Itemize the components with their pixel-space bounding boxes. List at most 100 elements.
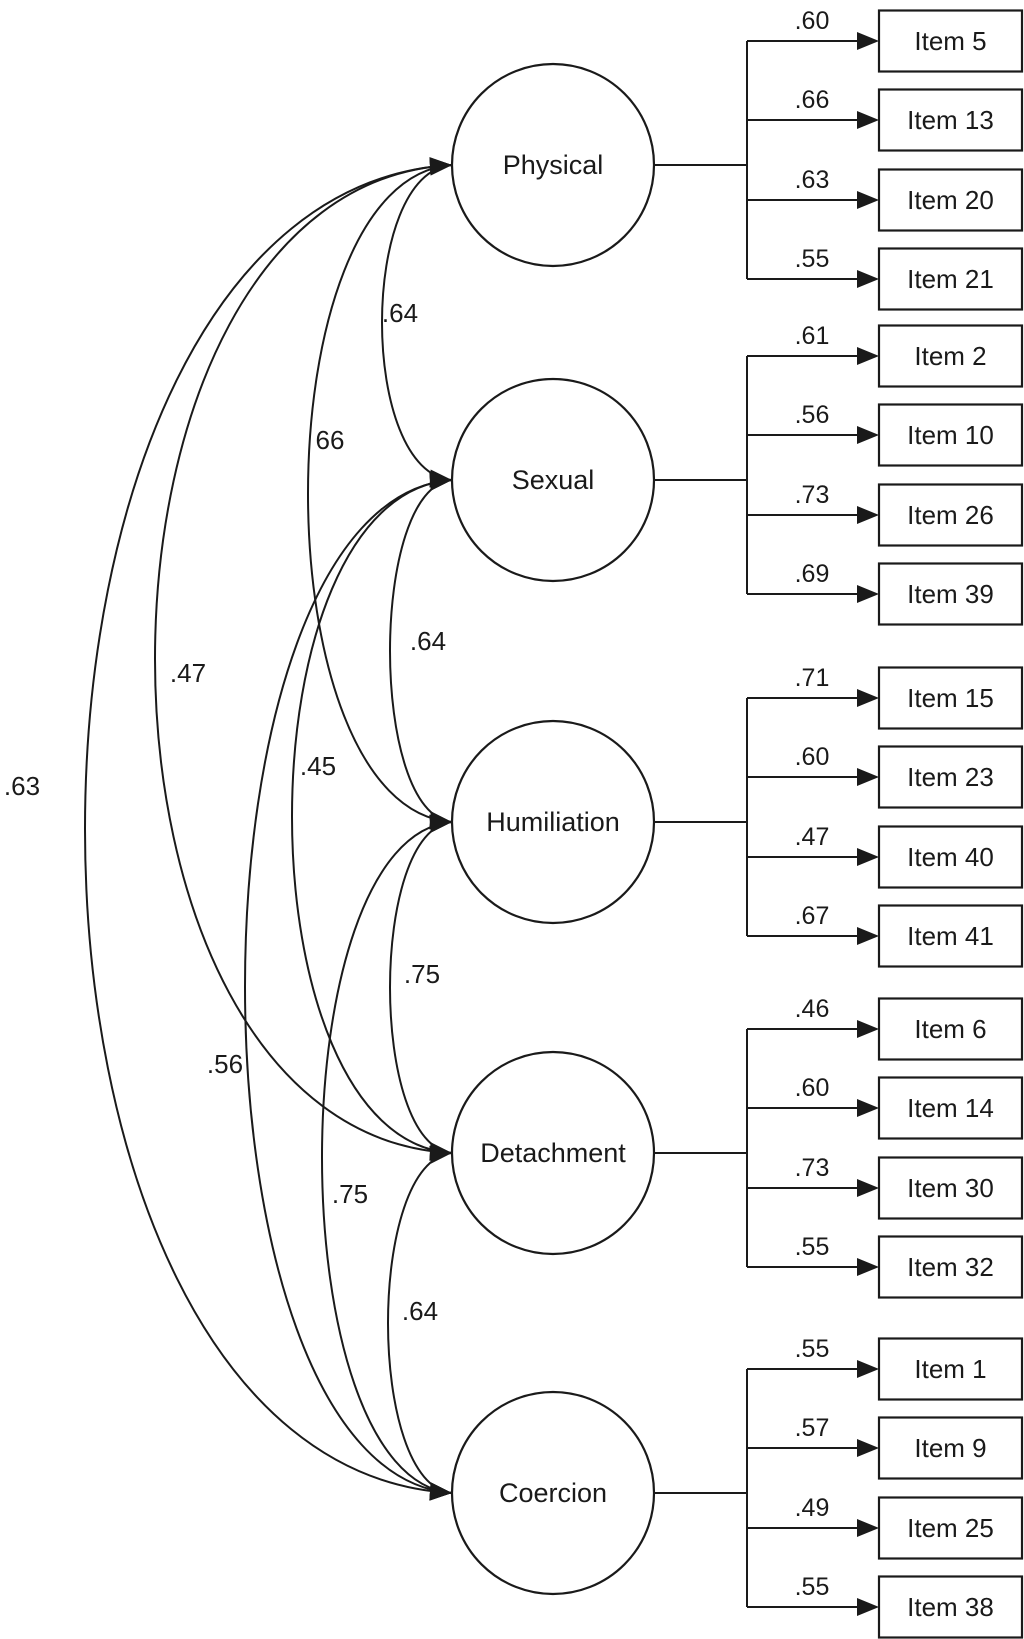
correlation-label: .56 <box>207 1049 243 1079</box>
correlation-label: .63 <box>4 771 40 801</box>
correlation-arc: .63 <box>4 157 453 1501</box>
item-label: Item 2 <box>914 341 986 371</box>
item-box <box>877 997 1024 1061</box>
factor-label: Physical <box>503 150 604 180</box>
factor-physical: Physical <box>450 62 656 268</box>
correlation-path <box>389 821 453 1154</box>
correlation-path <box>307 164 453 823</box>
item-label: Item 10 <box>907 420 994 450</box>
item-label: Item 30 <box>907 1173 994 1203</box>
item-label: Item 38 <box>907 1592 994 1622</box>
loading-label: .60 <box>795 7 830 35</box>
arrowhead-icon <box>857 1598 879 1616</box>
item-box <box>877 403 1024 467</box>
item-box <box>877 1416 1024 1480</box>
item-label: Item 6 <box>914 1014 986 1044</box>
factor-circle <box>450 1390 656 1596</box>
correlation-arc: .64 <box>387 1145 453 1501</box>
factor-detachment: Detachment <box>450 1050 656 1256</box>
item-box <box>877 168 1024 232</box>
item-box <box>877 9 1024 73</box>
arrowhead-icon <box>857 848 879 866</box>
loading-label: .69 <box>795 560 830 588</box>
arrowhead-icon <box>429 472 452 491</box>
loading-label: .60 <box>795 1074 830 1102</box>
correlation-path <box>389 479 453 823</box>
item-label: Item 23 <box>907 762 994 792</box>
item-box <box>877 1575 1024 1639</box>
correlation-label: .64 <box>410 626 446 656</box>
correlation-label: .45 <box>300 751 336 781</box>
correlation-path <box>291 479 453 1154</box>
correlation-path <box>381 164 453 481</box>
latent-factors: PhysicalSexualHumiliationDetachmentCoerc… <box>450 62 656 1596</box>
arrowhead-icon <box>857 768 879 786</box>
factor-coercion: Coercion <box>450 1390 656 1596</box>
item-box <box>877 666 1024 730</box>
factor-circle <box>450 62 656 268</box>
loading-label: .55 <box>795 245 830 273</box>
factor-label: Coercion <box>499 1478 607 1508</box>
correlation-arc: .75 <box>389 814 453 1161</box>
loading-label: .55 <box>795 1573 830 1601</box>
correlation-arc: .64 <box>389 472 453 830</box>
correlation-arc: .64 <box>381 157 453 488</box>
arrowhead-icon <box>857 111 879 129</box>
correlation-arc: 66 <box>307 157 453 830</box>
factor-label: Sexual <box>512 465 595 495</box>
item-label: Item 14 <box>907 1093 994 1123</box>
arrowhead-icon <box>429 1145 452 1164</box>
factor-circle <box>450 377 656 583</box>
item-label: Item 41 <box>907 921 994 951</box>
arrowhead-icon <box>857 1020 879 1038</box>
arrowhead-icon <box>857 506 879 524</box>
correlation-path <box>84 164 453 1494</box>
item-label: Item 39 <box>907 579 994 609</box>
item-box <box>877 88 1024 152</box>
loading-label: .56 <box>795 401 830 429</box>
loading-label: .46 <box>795 995 830 1023</box>
item-box <box>877 562 1024 626</box>
arrowhead-icon <box>857 927 879 945</box>
item-box <box>877 745 1024 809</box>
arrowhead-icon <box>857 270 879 288</box>
loading-label: .55 <box>795 1335 830 1363</box>
item-label: Item 26 <box>907 500 994 530</box>
item-label: Item 15 <box>907 683 994 713</box>
loading-label: .47 <box>795 823 830 851</box>
correlation-label: .64 <box>382 298 418 328</box>
item-box <box>877 1496 1024 1560</box>
loading-label: .73 <box>795 481 830 509</box>
factor-humiliation: Humiliation <box>450 719 656 925</box>
arrowhead-icon <box>857 191 879 209</box>
item-label: Item 20 <box>907 185 994 215</box>
loading-label: .55 <box>795 1233 830 1261</box>
arrowhead-icon <box>857 1439 879 1457</box>
correlation-path <box>387 1152 453 1494</box>
item-box <box>877 1156 1024 1220</box>
item-label: Item 5 <box>914 26 986 56</box>
loading-label: .67 <box>795 902 830 930</box>
item-box <box>877 247 1024 311</box>
arrowhead-icon <box>857 1519 879 1537</box>
loading-label: .71 <box>795 664 830 692</box>
